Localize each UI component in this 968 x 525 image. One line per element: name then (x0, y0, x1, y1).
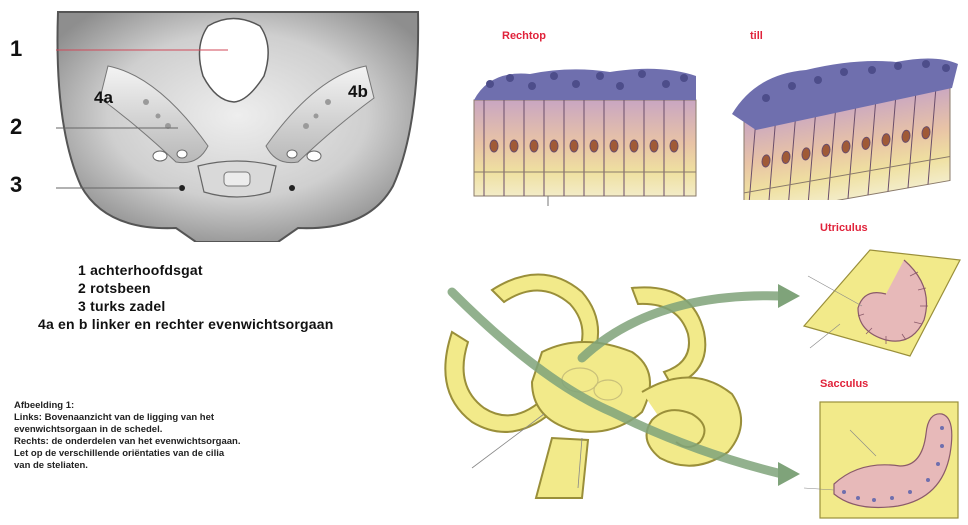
skull-label-1: 1 (10, 36, 22, 62)
skull-label-4b: 4b (348, 82, 368, 102)
caption-line: van de steliaten. (14, 460, 394, 472)
skull-label-2: 2 (10, 114, 22, 140)
legend-item-4: 4a en b linker en rechter evenwichtsorga… (38, 316, 334, 332)
caption-line: Let op de verschillende oriëntaties van … (14, 448, 394, 460)
figure-caption: Afbeelding 1: Links: Bovenaanzicht van d… (14, 400, 394, 472)
caption-title: Afbeelding 1: (14, 400, 394, 412)
skull-top-view-illustration (48, 6, 426, 242)
sacculus-title: Sacculus (820, 378, 868, 390)
caption-line: Links: Bovenaanzicht van de ligging van … (14, 412, 394, 424)
caption-line: evenwichtsorgaan in de schedel. (14, 424, 394, 436)
legend-item-3: 3 turks zadel (78, 298, 165, 314)
hair-cells-tilted-illustration (726, 44, 960, 200)
rechtop-title: Rechtop (502, 30, 546, 42)
inner-ear-labyrinth-illustration (432, 262, 804, 508)
legend-item-2: 2 rotsbeen (78, 280, 151, 296)
utriculus-title: Utriculus (820, 222, 868, 234)
hair-cells-upright-illustration (470, 60, 708, 210)
caption-line: Rechts: de onderdelen van het evenwichts… (14, 436, 394, 448)
tilted-title: till (750, 30, 763, 42)
sacculus-illustration (800, 394, 964, 520)
utriculus-illustration (800, 236, 964, 364)
skull-label-3: 3 (10, 172, 22, 198)
skull-label-4a: 4a (94, 88, 113, 108)
legend-item-1: 1 achterhoofdsgat (78, 262, 203, 278)
